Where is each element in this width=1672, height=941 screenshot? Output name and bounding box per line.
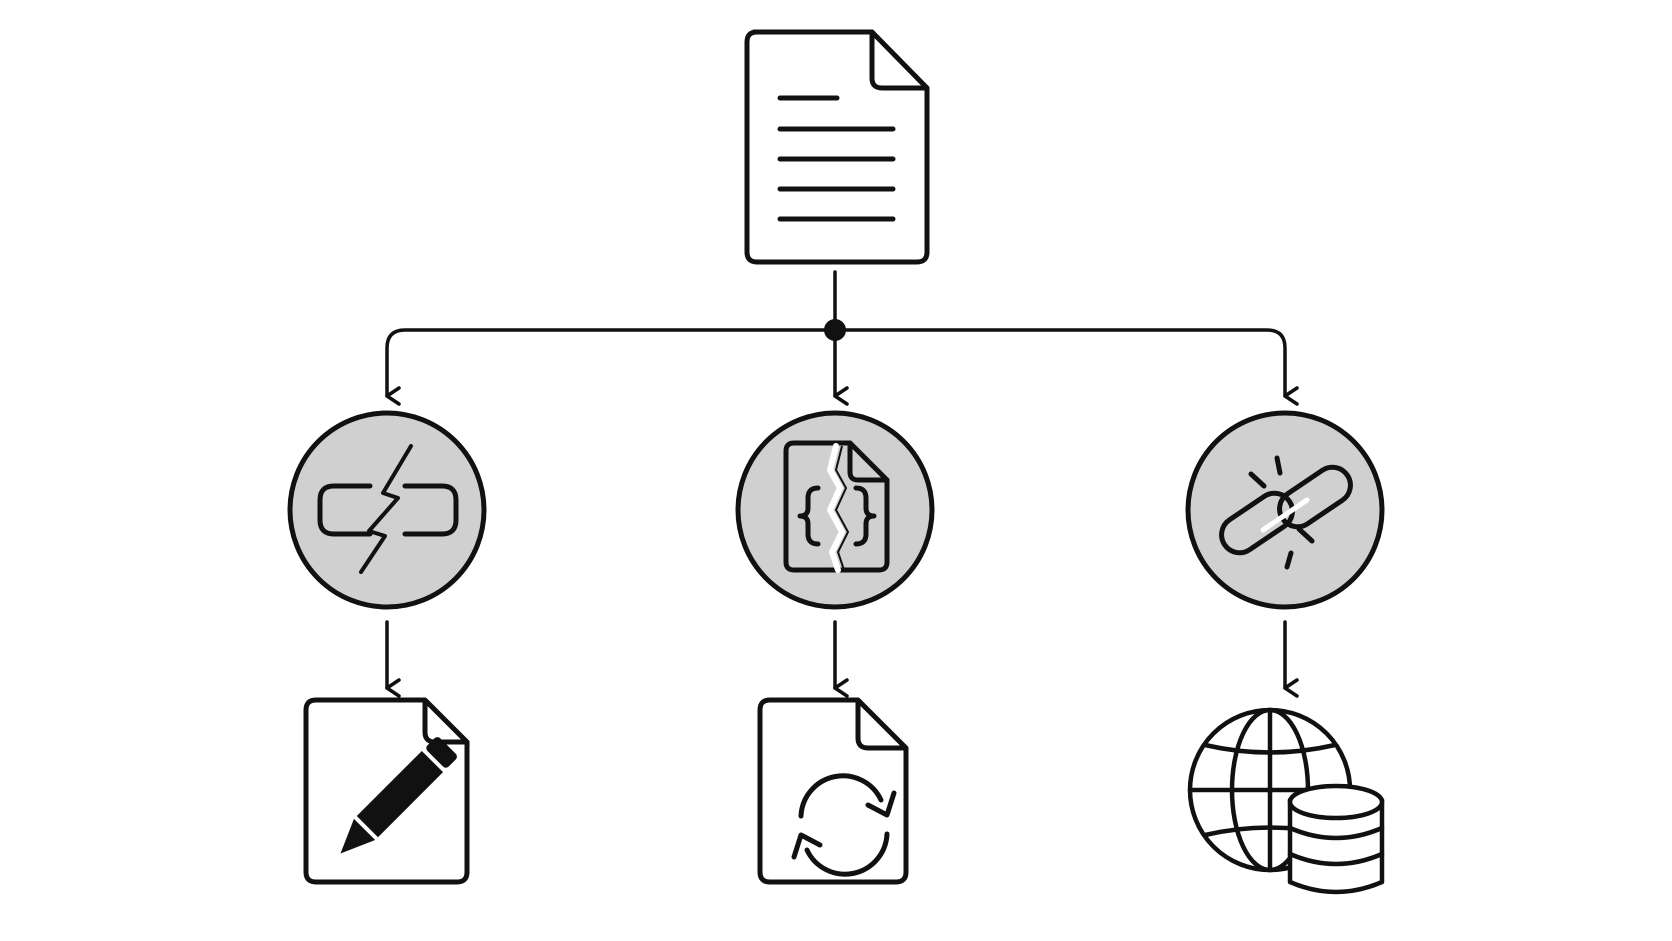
- connector-lines: [385, 270, 1299, 698]
- broken-link-bracket-node: [287, 410, 487, 610]
- broken-chain-link-node: [1185, 410, 1385, 610]
- document-icon: [744, 29, 930, 265]
- database-icon: [1287, 783, 1385, 895]
- globe-database-icon: [1187, 707, 1385, 895]
- broken-link-bracket-icon: [317, 444, 459, 574]
- junction-dot: [824, 319, 846, 341]
- edit-document-icon: [303, 697, 470, 885]
- cracked-code-file-node: [735, 410, 935, 610]
- refresh-document-icon: [757, 697, 909, 885]
